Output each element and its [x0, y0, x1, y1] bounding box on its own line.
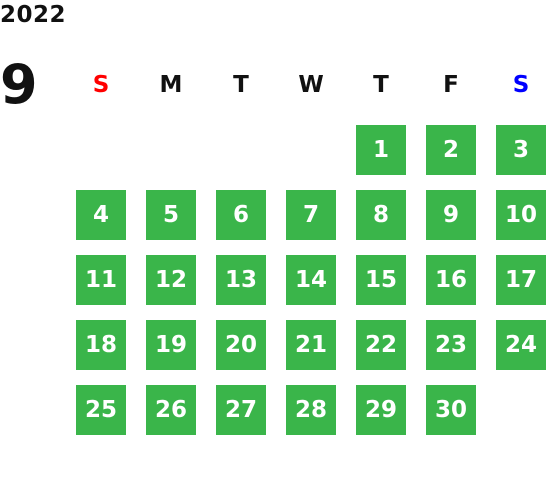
day-cell[interactable]: 7: [286, 190, 336, 240]
weekday-header: M: [159, 72, 183, 98]
weekday-header: W: [298, 72, 324, 98]
day-cell[interactable]: 18: [76, 320, 126, 370]
empty-day-cell: [76, 125, 126, 175]
day-cell[interactable]: 23: [426, 320, 476, 370]
day-cell[interactable]: 17: [496, 255, 546, 305]
day-cell[interactable]: 15: [356, 255, 406, 305]
day-cell[interactable]: 2: [426, 125, 476, 175]
day-cell[interactable]: 30: [426, 385, 476, 435]
day-cell[interactable]: 12: [146, 255, 196, 305]
day-cell[interactable]: 21: [286, 320, 336, 370]
empty-day-cell: [286, 125, 336, 175]
day-cell[interactable]: 28: [286, 385, 336, 435]
day-cell[interactable]: 20: [216, 320, 266, 370]
weekday-header: T: [373, 72, 389, 98]
empty-day-cell: [216, 125, 266, 175]
weekday-header: S: [512, 72, 530, 98]
empty-day-cell: [146, 125, 196, 175]
day-cell[interactable]: 19: [146, 320, 196, 370]
day-cell[interactable]: 1: [356, 125, 406, 175]
day-cell[interactable]: 10: [496, 190, 546, 240]
day-cell[interactable]: 16: [426, 255, 476, 305]
empty-day-cell: [496, 385, 546, 435]
day-cell[interactable]: 4: [76, 190, 126, 240]
day-cell[interactable]: 25: [76, 385, 126, 435]
day-cell[interactable]: 13: [216, 255, 266, 305]
weekday-header: T: [233, 72, 249, 98]
day-cell[interactable]: 26: [146, 385, 196, 435]
day-cell[interactable]: 29: [356, 385, 406, 435]
day-cell[interactable]: 27: [216, 385, 266, 435]
month-label: 9: [0, 53, 38, 116]
day-cell[interactable]: 22: [356, 320, 406, 370]
day-cell[interactable]: 24: [496, 320, 546, 370]
day-cell[interactable]: 5: [146, 190, 196, 240]
day-cell[interactable]: 3: [496, 125, 546, 175]
weekday-header: F: [443, 72, 459, 98]
day-cell[interactable]: 11: [76, 255, 126, 305]
day-cell[interactable]: 8: [356, 190, 406, 240]
year-label: 2022: [0, 2, 67, 28]
day-cell[interactable]: 14: [286, 255, 336, 305]
day-cell[interactable]: 9: [426, 190, 476, 240]
day-cell[interactable]: 6: [216, 190, 266, 240]
weekday-header: S: [92, 72, 110, 98]
